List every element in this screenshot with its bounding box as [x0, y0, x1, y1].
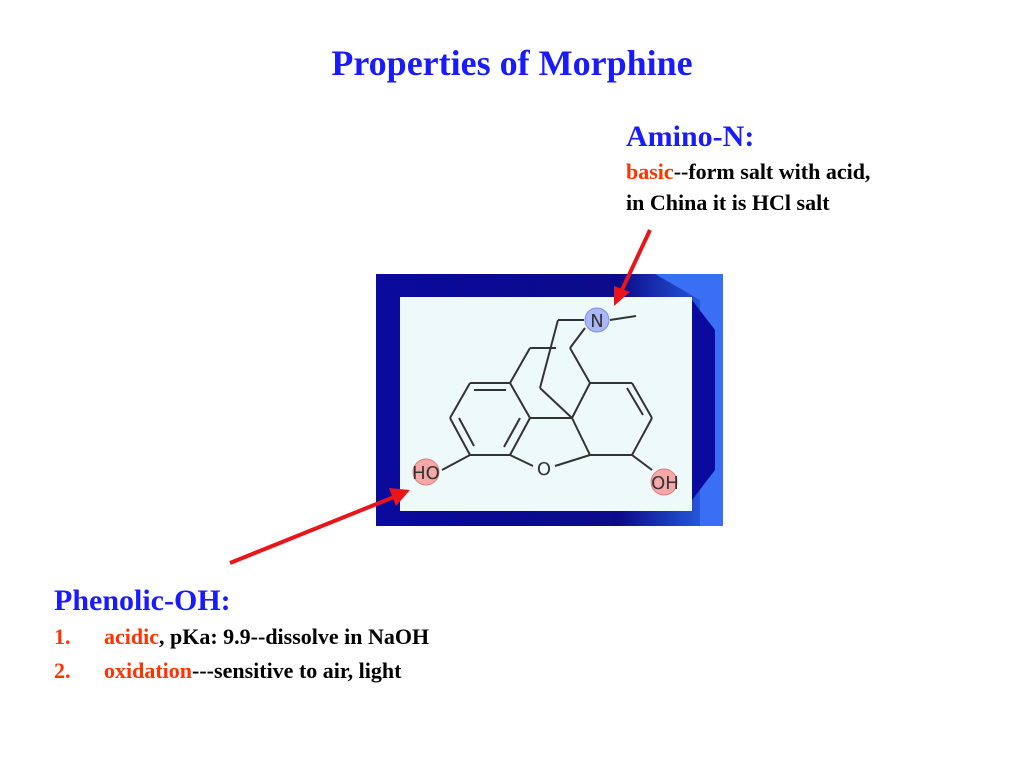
n-atom-label: N	[590, 311, 603, 332]
oxidation-highlight: oxidation	[104, 658, 193, 683]
phenolic-item-2: 2. oxidation---sensitive to air, light	[54, 654, 429, 688]
amino-arrow-line	[619, 229, 652, 293]
basic-highlight: basic	[626, 159, 674, 184]
atom-labels: N HO O OH	[412, 311, 679, 494]
phenolic-heading: Phenolic-OH:	[54, 584, 231, 617]
item-rest: ---sensitive to air, light	[192, 658, 402, 683]
ether-o-label: O	[537, 459, 551, 480]
annotation-arrows	[229, 229, 652, 565]
ho-label: HO	[412, 463, 440, 484]
phenolic-item-1: 1. acidic, pKa: 9.9--dissolve in NaOH	[54, 620, 429, 654]
phenolic-oh-annotation: Phenolic-OH: 1. acidic, pKa: 9.9--dissolv…	[54, 582, 429, 688]
phenolic-arrow-line	[229, 495, 395, 565]
acidic-highlight: acidic	[104, 624, 159, 649]
amino-heading: Amino-N:	[626, 120, 755, 153]
oh-label: OH	[651, 473, 679, 494]
frame-shadow	[692, 300, 715, 500]
amino-line-1-rest: --form salt with acid,	[673, 159, 871, 184]
alcohol-oh-highlight	[650, 468, 678, 496]
amino-n-highlight	[584, 307, 610, 333]
amino-line-2: in China it is HCl salt	[626, 190, 830, 215]
amino-n-annotation: Amino-N: basic--form salt with acid, in …	[626, 118, 870, 218]
phenolic-oh-highlight	[412, 458, 440, 486]
amino-arrow-head	[614, 286, 630, 306]
item-number: 2.	[54, 658, 71, 683]
item-rest: , pKa: 9.9--dissolve in NaOH	[159, 624, 430, 649]
slide-title: Properties of Morphine	[331, 43, 693, 83]
morphine-bonds	[441, 315, 653, 471]
phenolic-arrow-head	[389, 488, 410, 506]
amino-line-1: basic--form salt with acid,	[626, 156, 870, 187]
item-number: 1.	[54, 624, 71, 649]
